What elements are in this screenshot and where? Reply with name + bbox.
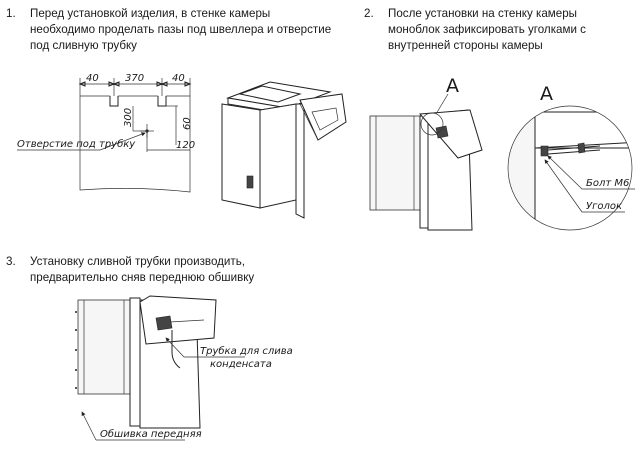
cabinet-front <box>221 103 261 209</box>
dim-300: 300 <box>123 108 134 127</box>
dim-40-left: 40 <box>86 73 99 84</box>
chamber-wall <box>369 115 421 211</box>
chamber-wall-3 <box>77 299 131 395</box>
pipe-label-line-2: конденсата <box>210 359 272 370</box>
detail-a-circle <box>507 105 633 231</box>
pipe-label-line-1: Трубка для слива <box>200 345 293 357</box>
step-1-caption: 1. Перед установкой изделия, в стенке ка… <box>6 6 346 54</box>
hole-label: Отверстие под трубку <box>17 138 136 150</box>
dim-370: 370 <box>125 73 144 84</box>
cover-label: Обшивка передняя <box>100 428 202 440</box>
bolt-label: Болт М6 <box>586 178 629 189</box>
dim-60: 60 <box>182 117 193 130</box>
channel-slot-right <box>157 96 167 107</box>
dim-40-right: 40 <box>172 73 185 84</box>
detail-a-label: A <box>446 75 459 97</box>
step-2-line-2: моноблок зафиксировать уголками с <box>388 23 586 36</box>
step-1-line-2: необходимо проделать пазы под швеллера и… <box>30 23 332 36</box>
step-3-number: 3. <box>6 255 16 268</box>
step-2-line-3: внутренней стороны камеры <box>388 39 543 52</box>
step-3-caption: 3. Установку сливной трубки производить,… <box>6 254 306 288</box>
step-2-caption: 2. После установки на стенку камеры моно… <box>364 6 634 54</box>
step-2-line-1: После установки на стенку камеры <box>388 7 577 20</box>
angle-label: Уголок <box>586 201 622 212</box>
control-panel-icon <box>246 175 254 189</box>
drawing-3-drain-pipe: Трубка для слива конденсата Обшивка пере… <box>75 295 293 441</box>
step-1-line-1: Перед установкой изделия, в стенке камер… <box>30 7 271 20</box>
evaporator-box <box>299 93 347 141</box>
wall-sheet-outline <box>79 96 191 193</box>
detail-a-zoom-label: A <box>540 83 553 105</box>
drawing-2-installed: A <box>369 75 483 231</box>
evaporator-unit-3 <box>139 295 217 345</box>
drawing-2-detail-a: A Болт М6 Уголок <box>507 83 635 231</box>
step-1-number: 1. <box>6 7 16 20</box>
step-3-line-2: предварительно сняв переднюю обшивку <box>30 271 255 284</box>
channel-slot-left <box>109 96 119 107</box>
dim-120: 120 <box>176 140 195 151</box>
drawing-1-monoblock-isometric <box>221 81 347 219</box>
drain-pipe <box>171 330 181 369</box>
step-3-line-1: Установку сливной трубки производить, <box>30 255 245 268</box>
detail-a-callout <box>420 112 444 136</box>
step-2-number: 2. <box>364 7 374 20</box>
cabinet-side <box>259 103 297 209</box>
step-1-line-3: под сливную трубку <box>30 39 137 52</box>
drawing-1-wall-cutout: 40 370 40 300 60 120 Отверстие под трубк… <box>17 73 195 193</box>
